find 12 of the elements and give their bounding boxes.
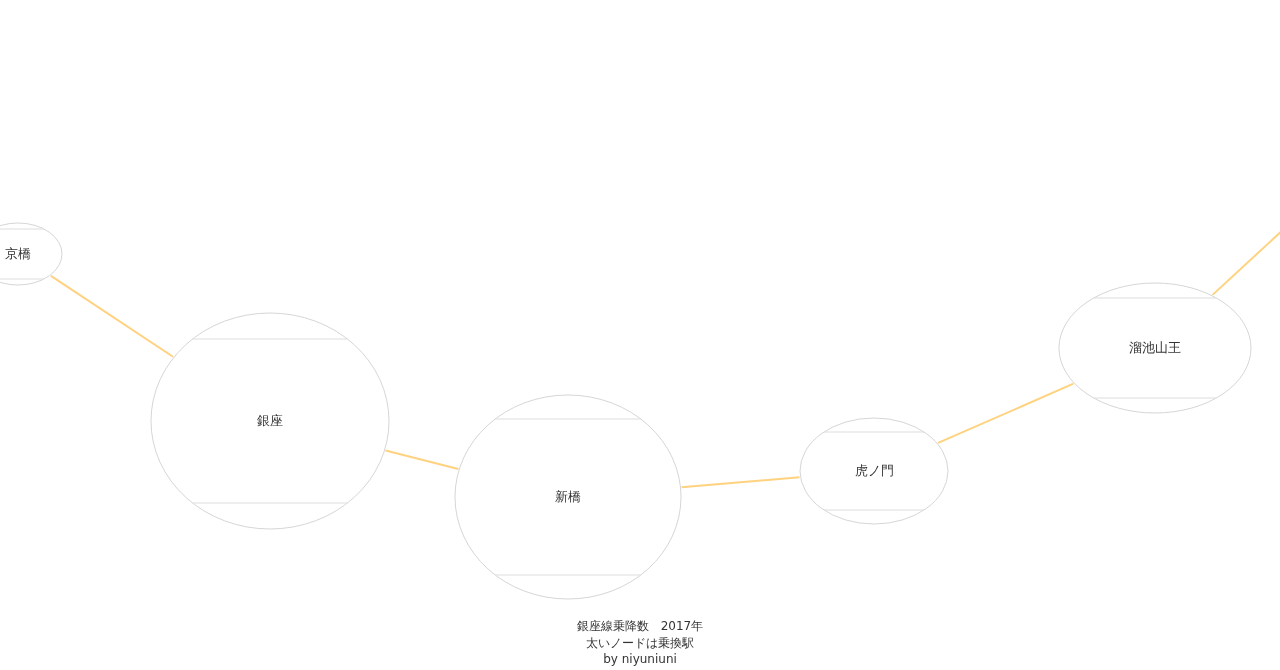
caption-line: 太いノードは乗換駅: [586, 636, 694, 650]
caption-line: 銀座線乗降数 2017年: [576, 619, 704, 633]
station-name: 銀座: [257, 412, 283, 430]
station-name: 虎ノ門: [854, 462, 894, 480]
caption-line: by niyuniuni: [603, 652, 677, 666]
station-name: 京橋: [5, 245, 31, 263]
connector-line: [384, 449, 460, 470]
station-name: 新橋: [555, 488, 581, 506]
connector-line: [49, 274, 175, 358]
connector-line: [680, 476, 801, 489]
connector-line: [937, 382, 1075, 444]
station-name: 溜池山王: [1129, 339, 1181, 357]
